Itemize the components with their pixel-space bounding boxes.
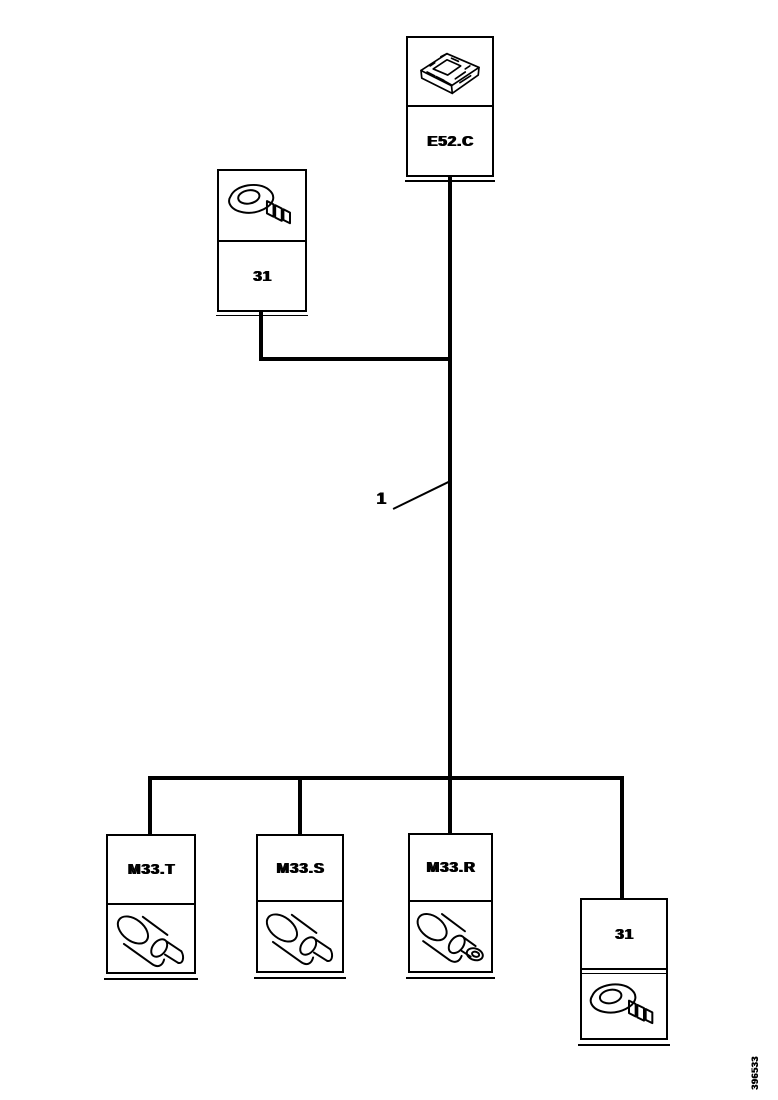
component-box-ground-bottom: 31 <box>580 898 668 1040</box>
m33r-label-section: M33.R <box>410 835 491 900</box>
crimp-terminal-icon <box>258 900 342 971</box>
m33s-box-underline <box>254 977 346 979</box>
wire-drop-m33s <box>298 776 302 834</box>
e52c-box-underline <box>405 180 495 182</box>
component-box-m33r: M33.R <box>408 833 493 973</box>
m33r-label: M33.R <box>425 859 476 876</box>
m33t-box-underline <box>104 978 198 980</box>
m33s-label-section: M33.S <box>258 836 342 900</box>
m33t-label: M33.T <box>127 861 175 878</box>
ground-bottom-label: 31 <box>614 925 634 943</box>
drawing-number: 396533 <box>750 1056 760 1090</box>
component-box-e52c: E52.C <box>406 36 494 177</box>
ground-top-label: 31 <box>252 267 272 285</box>
ring-terminal-icon <box>219 171 305 242</box>
crimp-terminal-icon <box>108 903 194 972</box>
component-box-m33t: M33.T <box>106 834 196 974</box>
wire-drop-m33t <box>148 776 152 834</box>
component-box-m33s: M33.S <box>256 834 344 973</box>
m33t-label-section: M33.T <box>108 836 194 903</box>
wire-callout-leader-line <box>392 480 451 510</box>
wire-ground-branch-horizontal <box>259 357 452 361</box>
ground-bottom-box-underline <box>578 1044 670 1046</box>
component-box-ground-top: 31 <box>217 169 307 312</box>
wire-main-vertical <box>448 176 452 834</box>
wire-bottom-bus <box>148 776 624 780</box>
ground-bottom-label-section: 31 <box>582 900 666 968</box>
e52c-label-section: E52.C <box>408 107 492 175</box>
wire-drop-ground-right <box>620 776 624 898</box>
connector-icon <box>408 38 492 107</box>
e52c-label: E52.C <box>426 132 474 150</box>
wire-callout-label: 1 <box>376 489 386 508</box>
m33r-box-underline <box>406 977 495 979</box>
ground-top-box-underline <box>216 315 308 316</box>
ring-terminal-icon <box>582 968 666 1038</box>
wire-ground-branch-vertical <box>259 312 263 361</box>
ground-top-label-section: 31 <box>219 242 305 310</box>
m33s-label: M33.S <box>275 859 325 877</box>
crimp-ring-terminal-icon <box>410 900 491 971</box>
ground-bottom-divider-double <box>582 973 666 974</box>
